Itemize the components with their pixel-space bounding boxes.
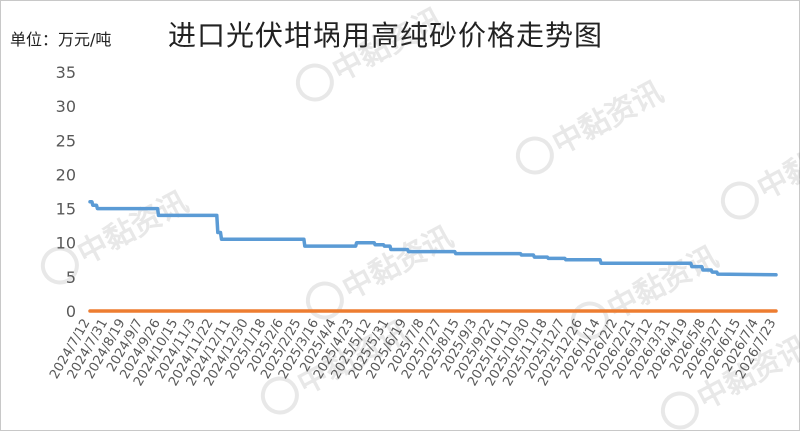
y-tick-label: 30 [56, 97, 76, 116]
watermark: 中黏资讯 [720, 120, 800, 220]
y-tick-label: 35 [56, 63, 76, 82]
unit-label: 单位：万元/吨 [10, 30, 112, 49]
price-line [88, 199, 778, 277]
chart-title: 进口光伏坩埚用高纯砂价格走势图 [168, 19, 604, 52]
svg-text:中黏资讯: 中黏资讯 [547, 75, 669, 162]
y-tick-label: 5 [66, 268, 76, 287]
watermark: 中黏资讯 [515, 75, 669, 175]
svg-text:中黏资讯: 中黏资讯 [602, 240, 724, 327]
svg-text:中黏资讯: 中黏资讯 [72, 185, 194, 272]
svg-text:中黏资讯: 中黏资讯 [327, 2, 449, 89]
y-tick-label: 15 [56, 200, 76, 219]
svg-text:中黏资讯: 中黏资讯 [752, 120, 800, 207]
svg-text:中黏资讯: 中黏资讯 [337, 220, 459, 307]
y-tick-label: 0 [66, 302, 76, 321]
y-tick-label: 10 [56, 234, 76, 253]
y-tick-label: 20 [56, 165, 76, 184]
watermark: 中黏资讯 [295, 2, 449, 102]
y-tick-label: 25 [56, 131, 76, 150]
